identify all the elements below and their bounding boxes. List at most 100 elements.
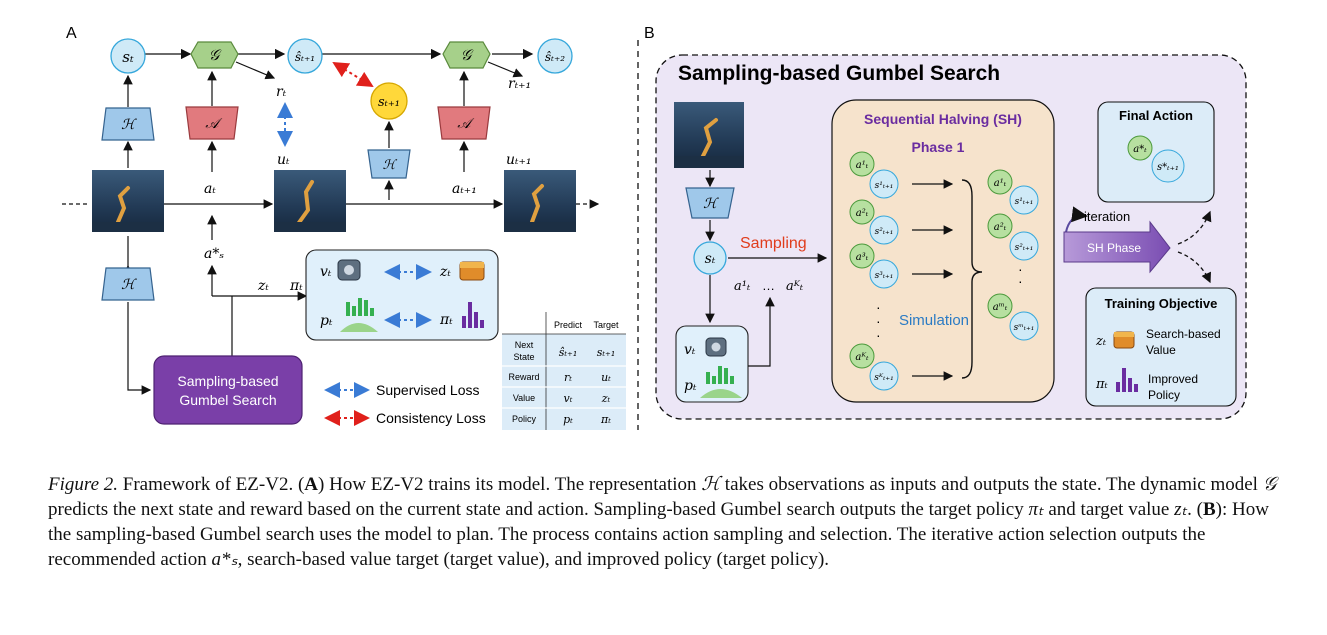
final-action-node [1127, 135, 1153, 161]
pred-policy-label: pₜ [320, 313, 333, 329]
table-cell: pₜ [563, 413, 573, 426]
action-label-at1: aₜ₊₁ [452, 181, 477, 197]
selected-action: a¹ₜ [994, 178, 1007, 189]
candidate-action: a³ₜ [856, 252, 869, 263]
loss-table: Predict Target Next State ŝₜ₊₁ sₜ₊₁ Rewa… [502, 312, 626, 430]
selected-action: a²ₜ [994, 222, 1007, 233]
representation-h-b [685, 187, 735, 219]
table-row-name: Next [515, 340, 534, 350]
representation-label-b: ℋ [703, 196, 719, 212]
iteration-arrow [1065, 206, 1088, 233]
ellipsis-dot: · [876, 313, 881, 329]
treasure-chest-icon [459, 261, 485, 281]
predicted-state-node [287, 38, 323, 74]
representation-h-1 [101, 107, 155, 141]
caption-text: . ( [1187, 499, 1203, 520]
dynamics-label-2: 𝒢 [461, 46, 474, 64]
framework-figure: A sₜ 𝒢 ŝₜ₊₁ 𝒢 ŝₜ₊₂ rₜ rₜ₊₁ sₜ₊₁ ℋ [62, 25, 1247, 430]
target-state-node [370, 82, 408, 120]
value-target-ut: uₜ [277, 152, 290, 168]
treasure-chest-icon [1113, 331, 1135, 349]
caption-bold-b: B [1202, 499, 1216, 520]
consistency-legend-label: Consistency Loss [376, 410, 486, 426]
action-encoder-label: 𝒜 [205, 116, 222, 132]
table-header-predict: Predict [554, 320, 583, 330]
green-histogram-icon [340, 298, 378, 332]
dynamics-model-g [190, 41, 239, 69]
selected-action-label: a*ₛ [204, 246, 224, 262]
action-encoder-label-2: 𝒜 [457, 116, 474, 132]
objective-policy-line2: Policy [1148, 388, 1180, 402]
sampled-action-first: a¹ₜ [734, 279, 751, 294]
caption-text: predicts the next state and reward based… [48, 499, 1029, 520]
ellipsis-dot: · [1018, 261, 1023, 277]
panel-b-letter: B [644, 25, 655, 42]
ellipsis-dot: · [876, 299, 881, 315]
gumbel-search-line2: Gumbel Search [179, 392, 276, 408]
gumbel-search-box [153, 355, 303, 425]
candidate-state: sᴷₜ₊₁ [874, 373, 893, 383]
action-encoder-a [185, 106, 239, 140]
representation-label-2: ℋ [383, 158, 398, 173]
figure-caption: Figure 2. Framework of EZ-V2. (A) How EZ… [48, 472, 1288, 572]
caption-math: ℋ [701, 474, 721, 495]
purple-histogram-icon [462, 302, 484, 328]
reward-label-rt1: rₜ₊₁ [508, 76, 531, 92]
value-target-ut1: uₜ₊₁ [506, 152, 531, 168]
root-state-node [693, 241, 727, 275]
observation-frame-1 [92, 170, 164, 232]
state-node-st [110, 38, 146, 74]
table-cell: vₜ [564, 392, 573, 405]
observation-frame-3 [504, 170, 576, 232]
ellipsis-dot: · [876, 327, 881, 343]
candidate-pair: a³ₜ s³ₜ₊₁ [849, 243, 899, 289]
action-label-at: aₜ [204, 181, 216, 197]
predicted-state-label: ŝₜ₊₁ [295, 50, 315, 64]
candidate-action: aᴷₜ [855, 352, 869, 363]
caption-figure-label: Figure 2. [48, 474, 119, 495]
sh-title: Sequential Halving (SH) [864, 111, 1022, 127]
selected-state: sᵐₜ₊₁ [1014, 323, 1035, 333]
training-objective-title: Training Objective [1105, 296, 1218, 311]
table-row-name: State [513, 352, 534, 362]
prior-value-label: vₜ [684, 342, 696, 358]
caption-text: ) How EZ-V2 trains its model. The repres… [318, 474, 702, 495]
reward-label-rt: rₜ [276, 84, 287, 100]
dynamics-model-g-2 [442, 41, 491, 69]
table-cell: sₜ₊₁ [597, 346, 616, 359]
final-state-label: s*ₜ₊₁ [1157, 162, 1179, 173]
candidate-state: s¹ₜ₊₁ [875, 181, 894, 191]
supervised-legend-label: Supervised Loss [376, 382, 480, 398]
objective-value-line1: Search-based [1146, 327, 1221, 341]
panel-b-title: Sampling-based Gumbel Search [678, 62, 1000, 85]
halving-brace [961, 179, 983, 379]
table-cell: ŝₜ₊₁ [559, 346, 578, 359]
dynamics-label: 𝒢 [209, 46, 222, 64]
panel-b: B Sampling-based Gumbel Search ℋ sₜ Samp… [644, 25, 1247, 420]
selected-pair: a¹ₜ s¹ₜ₊₁ [987, 169, 1039, 215]
caption-text: ): How the sampling-based Gumbel search … [48, 499, 1269, 570]
caption-text: , search-based value target (target valu… [237, 549, 830, 570]
selected-state: s²ₜ₊₁ [1015, 243, 1034, 253]
objective-pi-label: πₜ [1095, 377, 1109, 392]
panel-a-letter: A [66, 25, 77, 42]
caption-text: takes observations as inputs and outputs… [720, 474, 1263, 495]
green-histogram-icon [700, 366, 742, 398]
candidate-action: a²ₜ [856, 208, 869, 219]
candidate-state: s³ₜ₊₁ [875, 271, 894, 281]
sh-phase-label: SH Phase [1087, 241, 1141, 255]
action-encoder-a-2 [437, 106, 491, 140]
sh-phase-arrow [1063, 220, 1171, 274]
predicted-state-label-2: ŝₜ₊₂ [545, 50, 565, 64]
target-state-label: sₜ₊₁ [378, 95, 400, 110]
objective-policy-line1: Improved [1148, 372, 1198, 386]
ellipsis-dot: · [1018, 273, 1023, 289]
candidate-pair: aᴷₜ sᴷₜ₊₁ [849, 343, 899, 391]
table-row-name: Reward [508, 372, 539, 382]
pred-value-label: vₜ [320, 264, 332, 280]
consistency-loss-arrow [332, 61, 374, 88]
simulation-label: Simulation [899, 312, 969, 329]
selected-action: aᵐₜ [993, 302, 1008, 313]
selected-state: s¹ₜ₊₁ [1015, 197, 1034, 207]
selected-pair: a²ₜ s²ₜ₊₁ [987, 213, 1039, 261]
